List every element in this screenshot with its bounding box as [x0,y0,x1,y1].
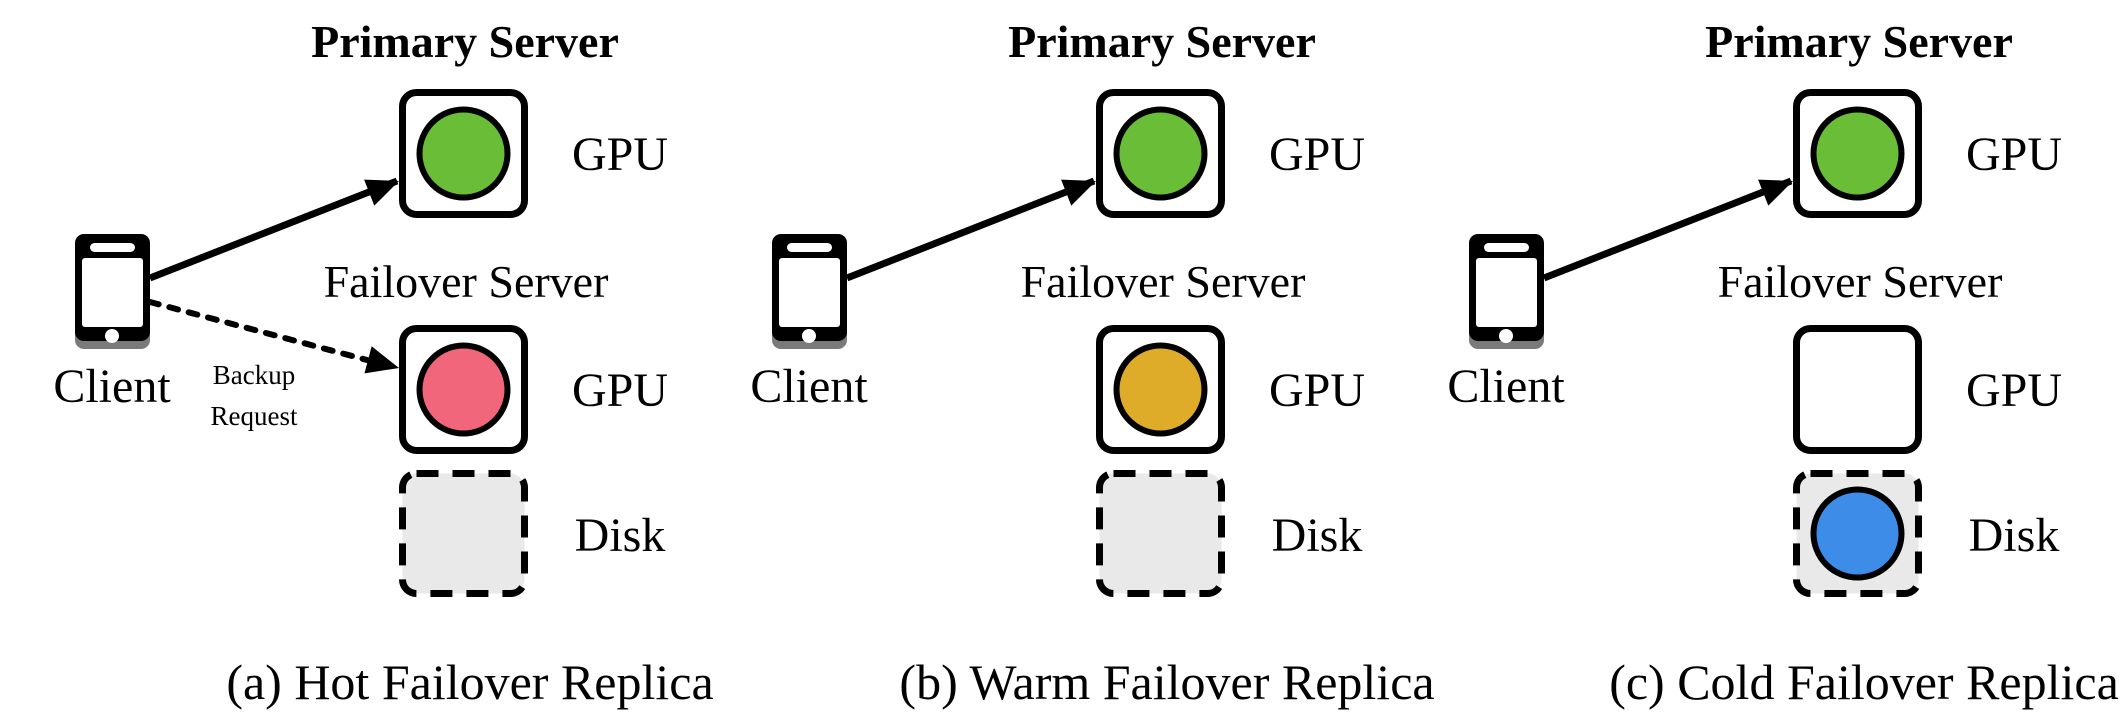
primary-gpu-label: GPU [1966,128,2062,181]
panel-caption: (b) Warm Failover Replica [899,654,1434,710]
client-phone-icon [75,234,150,349]
backup-request-arrow [147,299,400,371]
request-arrow [845,177,1096,282]
client-label: Client [1447,360,1565,413]
failover-disk-model-dot [1810,486,1905,581]
failover-gpu-label: GPU [1966,364,2062,417]
failover-server-title: Failover Server [1718,256,2003,307]
failover-gpu-model-dot [1113,342,1208,437]
primary-gpu-model-dot [1810,106,1905,201]
request-arrow [148,177,399,282]
failover-server-title: Failover Server [324,256,609,307]
phone-home-button [105,329,119,343]
phone-screen [1476,258,1537,327]
primary-gpu-model-dot [416,106,511,201]
arrowhead-icon [1061,179,1096,206]
failover-disk-box [1096,470,1225,597]
phone-home-button [1499,329,1513,343]
phone-speaker [90,243,135,252]
primary-gpu-model-dot [1113,106,1208,201]
failover-disk-box [399,470,528,597]
failover-disk-label: Disk [1272,509,1363,562]
client-label: Client [750,360,868,413]
failover-disk-label: Disk [1969,509,2060,562]
panel-caption: (c) Cold Failover Replica [1609,654,2119,710]
request-arrow [1542,177,1793,282]
failover-gpu-label: GPU [572,364,668,417]
phone-speaker [1484,243,1529,252]
phone-speaker [787,243,832,252]
arrowhead-icon [364,346,399,374]
failover-disk-label: Disk [575,509,666,562]
phone-home-button [802,329,816,343]
backup-request-label-line1: Backup [213,360,295,390]
arrowhead-icon [1758,179,1793,206]
client-label: Client [53,360,171,413]
phone-screen [779,258,840,327]
failover-gpu-model-dot [416,342,511,437]
client-phone-icon [772,234,847,349]
primary-gpu-label: GPU [1269,128,1365,181]
failover-server-title: Failover Server [1021,256,1306,307]
failover-gpu-box [1793,325,1922,454]
primary-server-title: Primary Server [311,16,619,67]
arrowhead-icon [364,179,399,206]
backup-request-label-line2: Request [211,401,298,431]
primary-server-title: Primary Server [1008,16,1316,67]
primary-server-title: Primary Server [1705,16,2013,67]
primary-gpu-label: GPU [572,128,668,181]
client-phone-icon [1469,234,1544,349]
failover-gpu-label: GPU [1269,364,1365,417]
panel-caption: (a) Hot Failover Replica [226,654,713,710]
phone-screen [82,258,143,327]
